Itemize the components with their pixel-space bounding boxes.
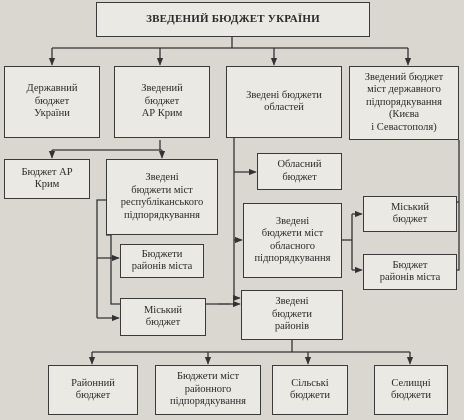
republican-cities-box: Зведені бюджети міст республіканського п…: [106, 159, 218, 235]
cities-special-box: Зведений бюджет міст державного підпоряд…: [349, 66, 459, 140]
district-cities-box: Бюджети міст районного підпорядкування: [155, 365, 261, 415]
city-districts-box-1: Бюджети районів міста: [120, 244, 204, 278]
village-budget-box: Сільські бюджети: [272, 365, 348, 415]
city-budget-box-2: Міський бюджет: [363, 196, 457, 232]
connector-republican-side: [96, 199, 106, 318]
city-districts-box-2: Бюджет районів міста: [363, 254, 457, 290]
city-budget-box-1: Міський бюджет: [120, 298, 206, 336]
crimea-consolidated-box: Зведений бюджет АР Крим: [114, 66, 210, 138]
regions-consolidated-box: Зведені бюджети областей: [226, 66, 342, 138]
state-budget-box: Державний бюджет України: [4, 66, 100, 138]
district-budget-box: Районний бюджет: [48, 365, 138, 415]
title-box: ЗВЕДЕНИЙ БЮДЖЕТ УКРАЇНИ: [96, 2, 370, 37]
settlement-budget-box: Селищні бюджети: [374, 365, 448, 415]
connector-cities-special-right: [457, 140, 460, 271]
oblast-cities-box: Зведені бюджети міст обласного підпорядк…: [243, 203, 342, 278]
oblast-budget-box: Обласний бюджет: [257, 153, 342, 190]
districts-consolidated-box: Зведені бюджети районів: [241, 290, 343, 340]
crimea-budget-box: Бюджет АР Крим: [4, 159, 90, 199]
